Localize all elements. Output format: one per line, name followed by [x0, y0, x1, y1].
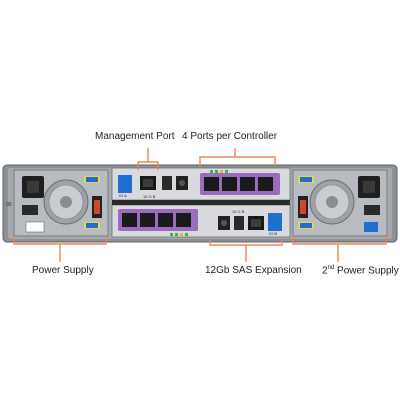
controller-a: IO A 16 G B: [111, 167, 291, 201]
power-supply-right: [292, 169, 388, 237]
controller-separator: [112, 200, 290, 205]
io-b-label: IO B: [269, 231, 277, 236]
ports-per-controller-label: 4 Ports per Controller: [182, 131, 278, 142]
power-supply-right-suffix: nd: [327, 265, 335, 271]
callout-lines: [13, 148, 387, 262]
io-a-label: IO A: [119, 193, 127, 198]
sas-expansion-label: 12Gb SAS Expansion: [205, 265, 302, 276]
power-supply-right-ordinal: 2: [322, 265, 328, 277]
power-supply-right-label: 2nd Power Supply: [322, 265, 399, 276]
io-b-tab: [268, 213, 282, 231]
io-a-tab: [118, 175, 132, 193]
slot-number: 00: [6, 202, 12, 208]
power-supply-left: [13, 169, 109, 237]
port-speed-bottom: 16 G B: [232, 209, 245, 214]
power-supply-left-label: Power Supply: [32, 265, 94, 276]
management-port-label: Management Port: [95, 131, 175, 142]
power-supply-right-text: Power Supply: [334, 265, 399, 277]
port-speed-top: 16 G B: [143, 194, 156, 199]
controller-b: 16 G B IO B: [111, 204, 291, 238]
